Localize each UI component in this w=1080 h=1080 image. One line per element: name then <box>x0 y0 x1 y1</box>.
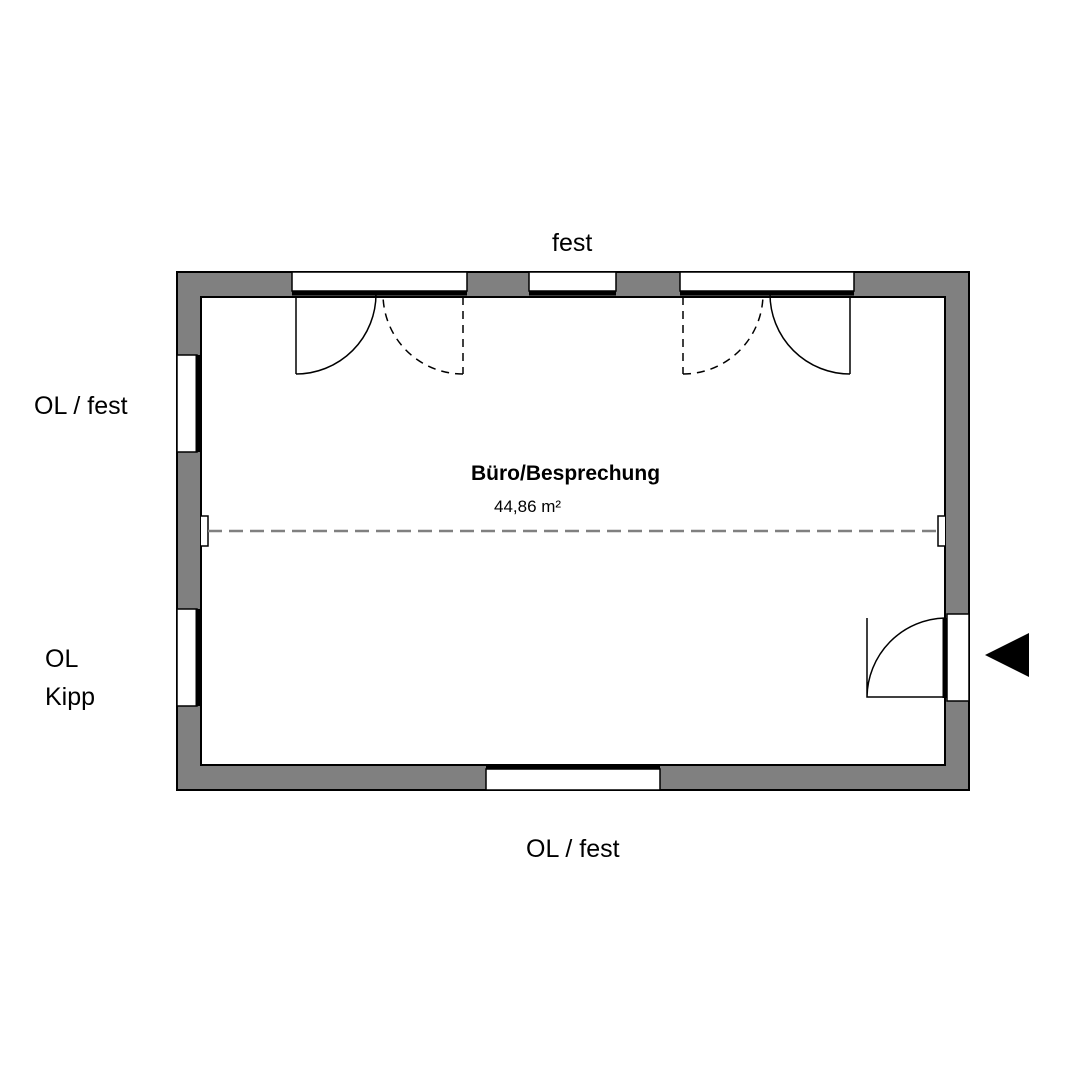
window-top-3 <box>679 271 855 292</box>
door-opening-right <box>946 613 970 702</box>
window-left-upper <box>176 354 198 453</box>
room-name: Büro/Besprechung <box>471 462 661 485</box>
windows <box>176 271 970 791</box>
window-bottom <box>485 768 661 791</box>
label-bottom-window: OL / fest <box>526 835 620 863</box>
partition-notch-right <box>937 515 945 547</box>
entrance-arrow-icon <box>985 633 1029 677</box>
window-top-2 <box>528 271 617 292</box>
entrance-door <box>866 617 946 698</box>
window-left-lower <box>176 608 198 707</box>
swing-top-left-solid <box>295 293 377 375</box>
window-sashes <box>195 290 948 770</box>
room-area: 44,86 m² <box>494 497 562 516</box>
label-top-window: fest <box>552 229 593 257</box>
swing-top-right-solid <box>769 293 851 375</box>
label-left-lower-window-line2: Kipp <box>45 683 96 711</box>
swing-top-left-dashed <box>382 293 464 375</box>
partition <box>201 515 945 547</box>
window-top-1 <box>291 271 468 292</box>
partition-notch-left <box>201 515 209 547</box>
swing-top-right-dashed <box>682 293 764 375</box>
label-left-upper-window: OL / fest <box>34 392 128 420</box>
label-left-lower-window-line1: OL <box>45 645 79 673</box>
door-leaf <box>866 617 946 698</box>
window-swings <box>295 293 851 375</box>
